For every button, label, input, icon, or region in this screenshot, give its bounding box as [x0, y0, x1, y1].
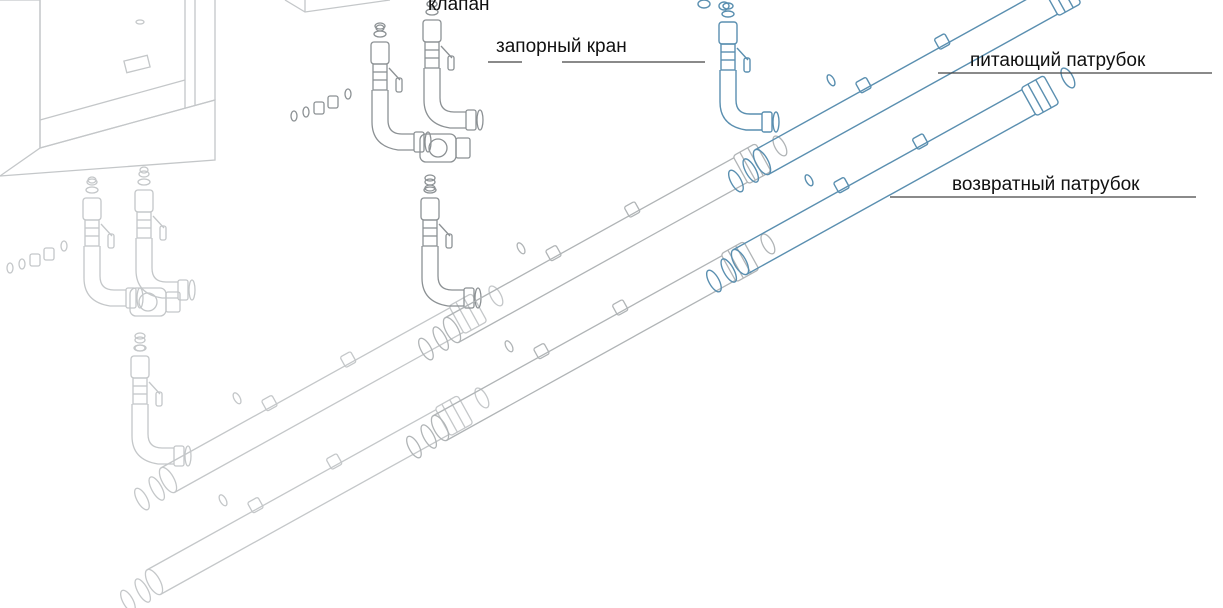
label-supply-pipe: питающий патрубок [970, 50, 1146, 71]
faded-left-assembly [6, 166, 196, 467]
front-assembly [697, 0, 780, 133]
boiler-unit-top [284, 0, 391, 13]
leader-lines [488, 61, 1212, 198]
label-valve: клапан [428, 0, 490, 15]
label-shutoff-valve: запорный кран [496, 36, 627, 57]
middle-assembly [290, 0, 484, 309]
boiler-unit [0, 0, 216, 177]
middle-pipes [385, 106, 794, 461]
return-pipe-drawing [685, 38, 1082, 295]
label-return-pipe: возвратный патрубок [952, 174, 1140, 195]
